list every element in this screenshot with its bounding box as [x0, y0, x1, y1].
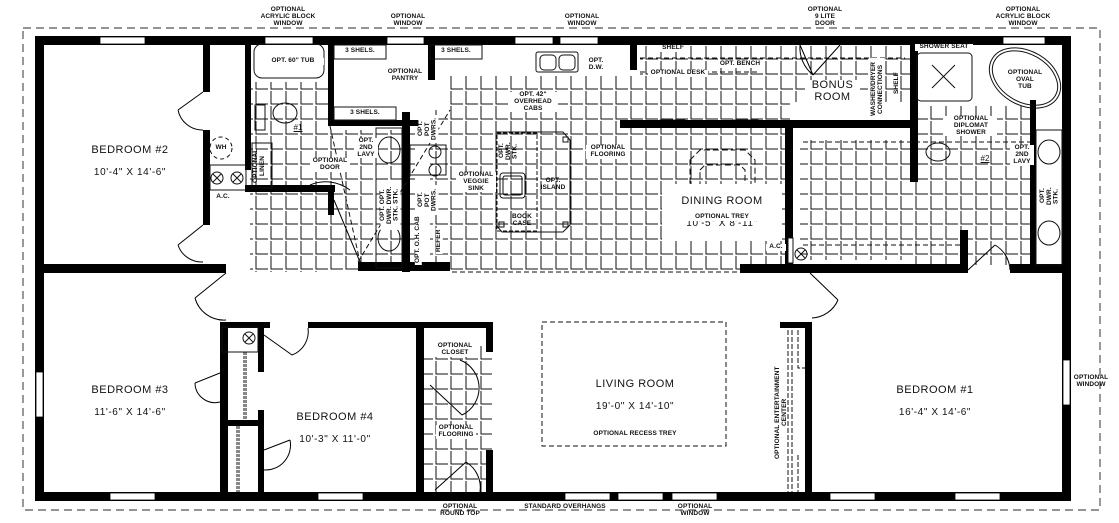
label-acrylic-window-left: OPTIONAL ACRYLIC BLOCK WINDOW [260, 6, 316, 27]
label-standard-overhangs: STANDARD OVERHANGS [524, 503, 606, 510]
label-shelves-2: 3 SHELS. [441, 47, 471, 54]
label-round-top: OPTIONAL ROUND TOP [440, 503, 480, 517]
label-acrylic-window-right: OPTIONAL ACRYLIC BLOCK WINDOW [995, 6, 1051, 27]
label-shelves-3: 3 SHELS. [350, 109, 380, 116]
label-optional-closet: OPTIONAL CLOSET [435, 342, 475, 357]
label-flooring-kitchen: OPTIONAL FLOORING [586, 144, 630, 159]
room-dining[interactable]: DINING ROOM 10'-5" X 8'-11" [662, 184, 782, 241]
label-optional-trey: OPTIONAL TREY [682, 213, 762, 221]
label-optional-door: OPTIONAL DOOR [310, 157, 350, 172]
room-name: DINING ROOM [681, 194, 763, 207]
label-pantry: OPTIONAL PANTRY [387, 68, 423, 82]
room-name: BEDROOM #4 [296, 410, 374, 423]
room-bonus[interactable]: BONUS ROOM [805, 79, 860, 104]
door-swings [177, 44, 1011, 493]
room-dims: 16'-4" X 14'-6" [898, 406, 972, 418]
room-bedroom-4[interactable]: BEDROOM #4 10'-3" X 11'-0" [270, 400, 400, 457]
label-shelf-laundry: SHELF [893, 72, 900, 94]
label-window-top-1: OPTIONAL WINDOW [390, 13, 426, 27]
room-name: BEDROOM #2 [91, 143, 169, 156]
label-veggie-sink: OPTIONAL VEGGIE SINK [456, 171, 496, 193]
room-bedroom-3[interactable]: BEDROOM #3 11'-6" X 14'-6" [70, 373, 190, 430]
label-bath-2: #2 [980, 154, 990, 163]
label-refer: REFER [435, 228, 443, 254]
label-9-lite-door: OPTIONAL 9 LITE DOOR [807, 6, 843, 27]
label-shower-seat: SHOWER SEAT [915, 43, 973, 51]
label-diplomat-shower: OPTIONAL DIPLOMAT SHOWER [945, 115, 997, 137]
overhang-outline [22, 27, 1101, 511]
label-overhead-cabs: OPT. 42" OVERHEAD CABS [508, 91, 558, 113]
room-bedroom-1[interactable]: BEDROOM #1 16'-4" X 14'-6" [870, 373, 1000, 430]
label-island-dwr-stk: OPT. DWR. STK. [498, 142, 519, 160]
label-oh-cab: OPT. O.H. CAB [414, 215, 422, 265]
label-dwr-stk-hall: OPT. OPT. DWR. DWR. STK. STK. [379, 180, 401, 230]
room-dims: 11'-6" X 14'-6" [94, 406, 166, 418]
room-dims: 19'-0" X 14'-10" [595, 400, 675, 412]
label-pot-drawers-1: OPT. POT DWRS. [417, 115, 439, 143]
label-bath-1: #1 [293, 123, 303, 132]
label-linen: OPTIONAL LINEN [252, 148, 266, 184]
label-window-bottom: OPTIONAL WINDOW [677, 503, 713, 517]
label-shelf-top: SHELF [658, 44, 688, 52]
label-shelves-1: 3 SHELS. [345, 47, 375, 54]
label-water-heater: WH [215, 144, 227, 151]
label-2nd-lavy-master: OPT. 2ND LAVY [1010, 144, 1034, 166]
room-name: LIVING ROOM [595, 377, 675, 390]
label-ac-right: A.C. [766, 243, 786, 251]
label-pot-drawers-2: OPT. POT DWRS. [417, 185, 439, 215]
label-book-case: BOOK CASE [512, 213, 532, 227]
label-60-tub: OPT. 60" TUB [262, 57, 324, 65]
label-opt-bench: OPT. BENCH [715, 60, 765, 68]
label-2nd-lavy-hall: OPT. 2ND LAVY [354, 137, 378, 159]
label-entertainment-center: OPTIONAL ENTERTAINMENT CENTER [774, 366, 788, 459]
label-window-right: OPTIONAL WINDOW [1073, 374, 1109, 388]
fixtures [209, 43, 1063, 492]
label-dishwasher: OPT. D.W. [582, 57, 610, 72]
room-name: BEDROOM #1 [896, 383, 974, 396]
label-optional-desk: OPTIONAL DESK [648, 69, 708, 77]
room-bedroom-2[interactable]: BEDROOM #2 10'-4" X 14'-6" [70, 133, 190, 190]
label-recess-trey: OPTIONAL RECESS TREY [593, 430, 677, 437]
label-window-top-2: OPTIONAL WINDOW [564, 13, 600, 27]
room-dims: 10'-5" X 8'-11" [686, 217, 758, 229]
label-washer-dryer: WASHER/DRYER CONNECTIONS [870, 58, 885, 120]
room-dims: 10'-4" X 14'-6" [93, 166, 167, 178]
label-flooring-entry: OPTIONAL FLOORING [436, 424, 476, 439]
room-living[interactable]: LIVING ROOM 19'-0" X 14'-10" [570, 367, 700, 424]
room-dims: 10'-3" X 11'-0" [299, 433, 371, 445]
label-oval-tub: OPTIONAL OVAL TUB [1007, 69, 1043, 90]
label-ac-left: A.C. [216, 193, 230, 200]
label-dwr-stk-master: OPT. DWR. STK. [1039, 187, 1060, 205]
interior-walls [40, 42, 1067, 497]
label-opt-island: OPT. ISLAND [540, 177, 566, 191]
room-name: BEDROOM #3 [91, 383, 169, 396]
